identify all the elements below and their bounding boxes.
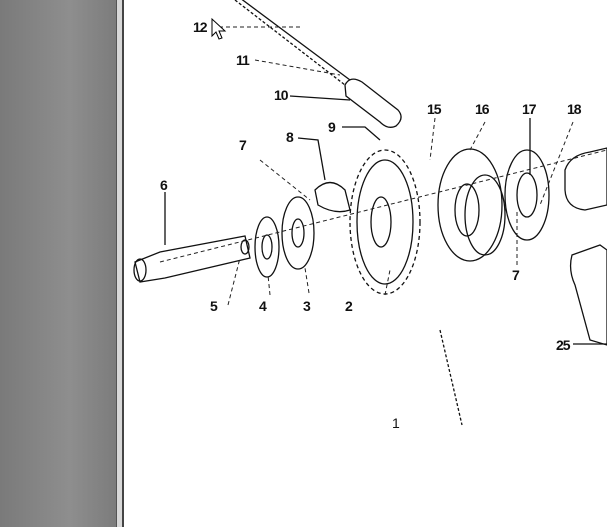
- shaft-gear: [133, 235, 251, 283]
- spacer-plate: [281, 196, 315, 270]
- document-page[interactable]: [124, 0, 607, 527]
- label-18: 18: [567, 101, 582, 117]
- label-25: 25: [556, 337, 571, 353]
- chain-tensioner: [344, 78, 402, 128]
- label-2: 2: [345, 298, 353, 314]
- label-5: 5: [210, 298, 218, 314]
- housing: [564, 147, 607, 346]
- bearing: [254, 216, 280, 278]
- label-4: 4: [259, 298, 267, 314]
- label-10: 10: [274, 87, 289, 103]
- sprocket: [349, 149, 421, 295]
- ring: [240, 239, 250, 255]
- assembly-axis: [159, 149, 607, 263]
- label-15: 15: [427, 101, 442, 117]
- lock-plate: [314, 181, 351, 213]
- label-7: 7: [239, 137, 247, 153]
- mouse-cursor-icon: [211, 17, 227, 40]
- page-border: [116, 0, 124, 527]
- label-11: 11: [236, 52, 250, 68]
- label-3: 3: [303, 298, 311, 314]
- hub-flange: [437, 148, 506, 262]
- chain-upper: [234, 0, 351, 86]
- label-6: 6: [160, 177, 168, 193]
- label-17: 17: [522, 101, 537, 117]
- chain-lower: [439, 329, 463, 426]
- label-12: 12: [193, 19, 208, 35]
- label-16: 16: [475, 101, 490, 117]
- label-9: 9: [328, 119, 336, 135]
- label-8: 8: [286, 129, 294, 145]
- label-1: 1: [392, 415, 400, 431]
- washer: [504, 149, 550, 241]
- leader-lines: [164, 26, 607, 345]
- part-labels: 12 11 10 9 8 7 6 5 4 3 2 1 15 16 17 18 7…: [160, 19, 583, 431]
- label-7b: 7: [512, 267, 520, 283]
- sidebar-panel: [0, 0, 116, 527]
